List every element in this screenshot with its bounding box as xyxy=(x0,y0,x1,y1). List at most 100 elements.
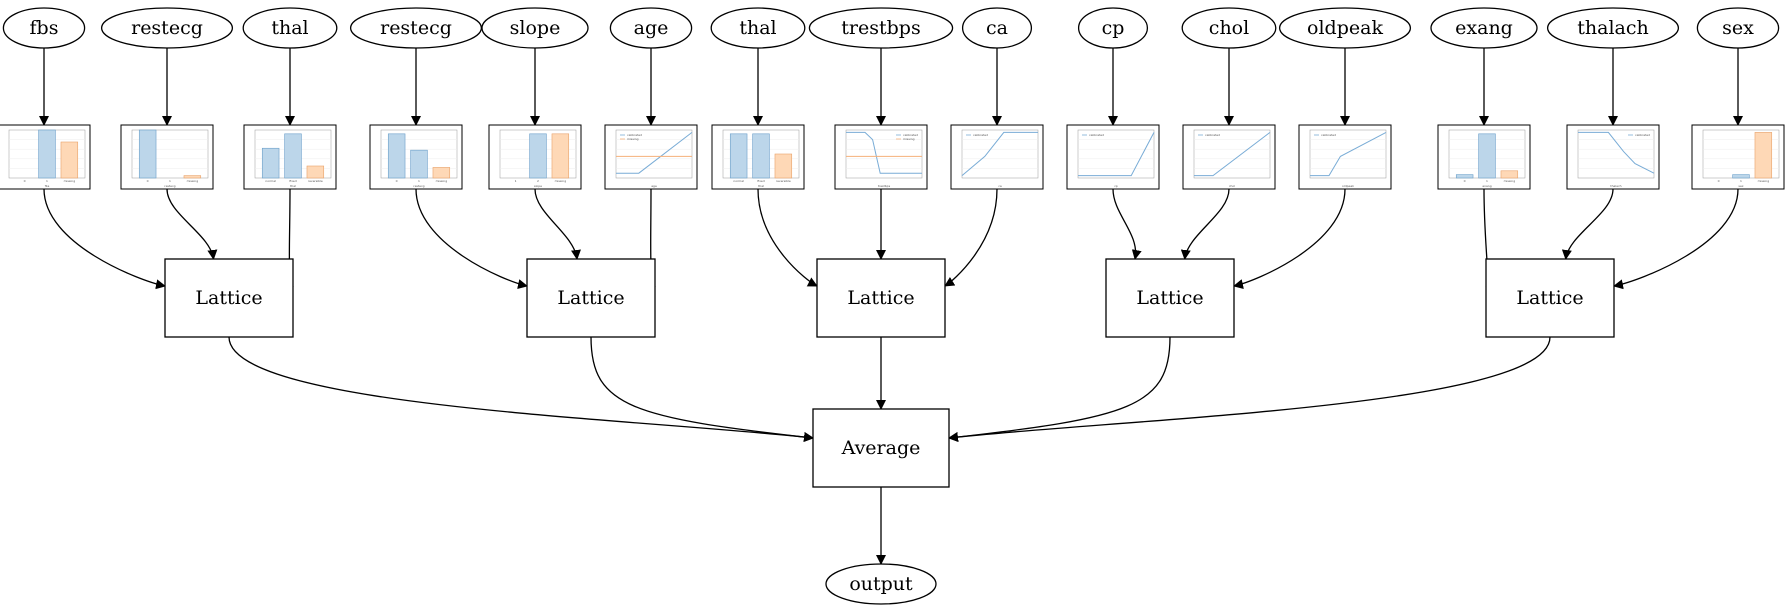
plot-bar xyxy=(729,133,748,179)
feature-label: thalach xyxy=(1577,17,1648,39)
plot-bar xyxy=(1732,174,1750,179)
edge-plot-to-lattice xyxy=(757,188,818,287)
edge-plot-to-lattice xyxy=(1112,188,1142,260)
plot-legend-label: calibrated xyxy=(1635,133,1650,137)
lattice-node: Lattice xyxy=(1105,258,1235,338)
plot-xlabel: oldpeak xyxy=(1342,184,1354,188)
plot-xlabel: trestbps xyxy=(878,184,891,188)
feature-label: chol xyxy=(1209,17,1249,39)
plot-legend-label: missing xyxy=(627,137,639,141)
feature-node: fbs xyxy=(2,7,86,49)
calibration-plot: oldpeak calibrated xyxy=(1298,124,1392,190)
feature-node: sex xyxy=(1696,7,1780,49)
feature-ellipse xyxy=(1077,7,1149,49)
plot-legend-label: calibrated xyxy=(1321,133,1336,137)
feature-label: ca xyxy=(986,17,1008,39)
lattice-box xyxy=(1105,258,1235,338)
feature-ellipse xyxy=(609,7,693,49)
calibration-plot: ca calibrated xyxy=(950,124,1044,190)
plot-tick-label: reversible xyxy=(776,179,791,183)
plot-axes xyxy=(845,129,923,179)
plot-tick-label: missing xyxy=(436,179,448,183)
plot-bar xyxy=(284,133,302,179)
feature-label: thal xyxy=(739,17,776,39)
plot-axes xyxy=(1077,129,1155,179)
plot-bar xyxy=(551,133,570,179)
lattice-node: Lattice xyxy=(526,258,656,338)
edge-lattice-to-average xyxy=(228,336,814,442)
plot-legend-label: missing xyxy=(903,137,915,141)
feature-label: slope xyxy=(510,17,561,39)
lattice-label: Lattice xyxy=(557,287,624,309)
feature-ellipse xyxy=(1278,7,1412,49)
plot-bar xyxy=(1754,132,1773,179)
plot-legend-label: calibrated xyxy=(1205,133,1220,137)
plot-xlabel: thal xyxy=(758,184,764,188)
plot-tick-label: fixed xyxy=(757,179,764,183)
lattice-label: Lattice xyxy=(847,287,914,309)
plot-tick-label: 0 xyxy=(396,179,398,183)
plot-legend-label: calibrated xyxy=(973,133,988,137)
plot-tick-label: 1 xyxy=(1740,179,1742,183)
lattice-node: Lattice xyxy=(816,258,946,338)
plot-line-calibrated xyxy=(1194,132,1271,177)
plot-bar xyxy=(387,133,406,179)
plot-bar xyxy=(1455,174,1474,179)
plot-tick-label: missing xyxy=(64,179,76,183)
feature-label: age xyxy=(634,17,669,39)
edge-plot-to-lattice xyxy=(166,188,218,260)
average-box xyxy=(812,408,950,488)
plot-tick-label: reversible xyxy=(308,179,323,183)
plot-bar xyxy=(306,165,325,179)
feature-ellipse xyxy=(100,7,234,49)
edge-plot-to-lattice xyxy=(1561,188,1614,260)
plot-axes xyxy=(1577,129,1655,179)
plot-xlabel: ca xyxy=(998,184,1002,188)
plot-bar xyxy=(60,141,79,179)
plot-xlabel: chol xyxy=(1229,184,1235,188)
plot-xlabel: age xyxy=(651,184,657,188)
plot-xlabel: exang xyxy=(1482,184,1491,188)
plot-tick-label: missing xyxy=(555,179,567,183)
feature-node: age xyxy=(609,7,693,49)
plot-tick-label: 0 xyxy=(1464,179,1466,183)
feature-label: restecg xyxy=(380,17,452,39)
plot-xlabel: restecg xyxy=(164,184,175,188)
plot-xlabel: thalach xyxy=(1610,184,1621,188)
plot-line-calibrated xyxy=(1578,131,1655,174)
plot-bar xyxy=(410,149,428,179)
plot-tick-label: 1 xyxy=(418,179,420,183)
feature-label: restecg xyxy=(131,17,203,39)
plot-tick-label: 0 xyxy=(24,179,26,183)
plot-tick-label: normal xyxy=(733,179,744,183)
feature-node: restecg xyxy=(100,7,234,49)
lattice-label: Lattice xyxy=(195,287,262,309)
plot-line-calibrated xyxy=(846,131,922,174)
plot-bar xyxy=(774,153,793,179)
feature-label: fbs xyxy=(30,17,59,39)
edge-lattice-to-average xyxy=(948,336,1551,442)
plot-line-calibrated xyxy=(616,132,693,174)
plot-bar xyxy=(1500,170,1519,179)
feature-ellipse xyxy=(961,7,1033,49)
edges xyxy=(39,47,1743,565)
feature-node: oldpeak xyxy=(1278,7,1412,49)
feature-label: cp xyxy=(1102,17,1125,39)
feature-node: exang xyxy=(1430,7,1538,49)
output-node: output xyxy=(825,563,937,605)
feature-ellipse xyxy=(481,7,589,49)
feature-label: oldpeak xyxy=(1307,17,1383,39)
plot-line-calibrated xyxy=(961,131,1038,176)
plot-xlabel: restecg xyxy=(413,184,424,188)
plot-tick-label: fixed xyxy=(289,179,296,183)
feature-node: thal xyxy=(242,7,338,49)
plot-bar xyxy=(261,147,280,179)
plot-tick-label: missing xyxy=(1758,179,1770,183)
feature-ellipse xyxy=(1546,7,1680,49)
lattice-node: Lattice xyxy=(164,258,294,338)
calibration-plot: restecg 0 1 missing xyxy=(369,124,463,190)
